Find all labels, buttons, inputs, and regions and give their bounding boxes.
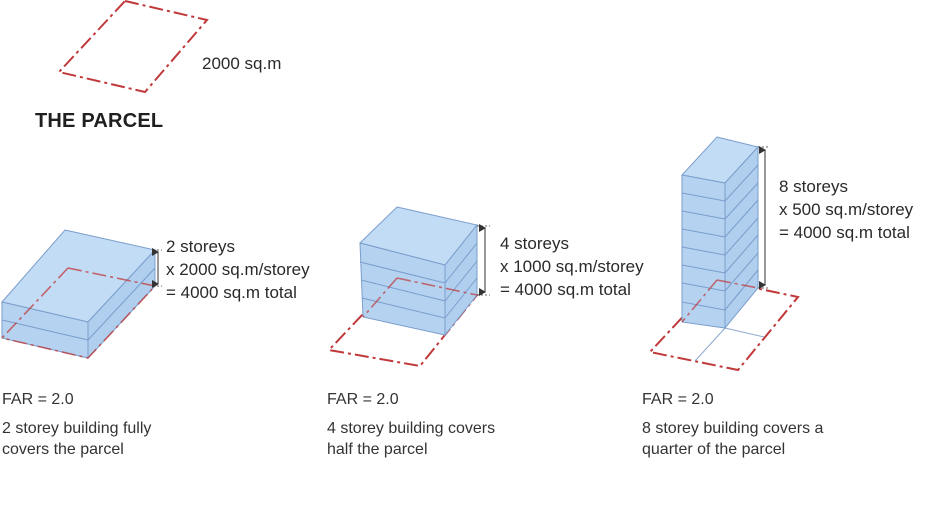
parcel-outline xyxy=(57,0,209,94)
description-line: 4 storey building covers xyxy=(327,420,496,437)
description-line: covers the parcel xyxy=(2,441,124,458)
storeys-label: 4 storeys xyxy=(500,234,569,253)
description-line: 8 storey building covers a xyxy=(642,420,824,437)
per-storey-label: x 1000 sq.m/storey xyxy=(500,257,644,276)
total-label: = 4000 sq.m total xyxy=(779,223,910,242)
far-label-2: FAR = 2.0 xyxy=(327,391,399,408)
building-8-storey xyxy=(681,136,770,330)
far-label-1: FAR = 2.0 xyxy=(2,391,74,408)
per-storey-label: x 500 sq.m/storey xyxy=(779,200,914,219)
storeys-label: 2 storeys xyxy=(166,237,235,256)
description-1: 2 storey building fully covers the parce… xyxy=(2,418,151,460)
building-4-storey xyxy=(359,206,490,337)
parcel-title: THE PARCEL xyxy=(35,110,164,132)
total-label: = 4000 sq.m total xyxy=(500,280,631,299)
description-3: 8 storey building covers a quarter of th… xyxy=(642,418,823,460)
storeys-label: 8 storeys xyxy=(779,177,848,196)
far-label-3: FAR = 2.0 xyxy=(642,391,714,408)
building-2-storey xyxy=(1,229,162,360)
per-storey-label: x 2000 sq.m/storey xyxy=(166,260,310,279)
parcel-outline-3 xyxy=(648,278,800,372)
parcel-area-label: 2000 sq.m xyxy=(202,54,282,73)
description-line: 2 storey building fully xyxy=(2,420,152,437)
description-2: 4 storey building covers half the parcel xyxy=(327,418,495,460)
total-label: = 4000 sq.m total xyxy=(166,283,297,302)
description-line: half the parcel xyxy=(327,441,428,458)
description-line: quarter of the parcel xyxy=(642,441,786,458)
